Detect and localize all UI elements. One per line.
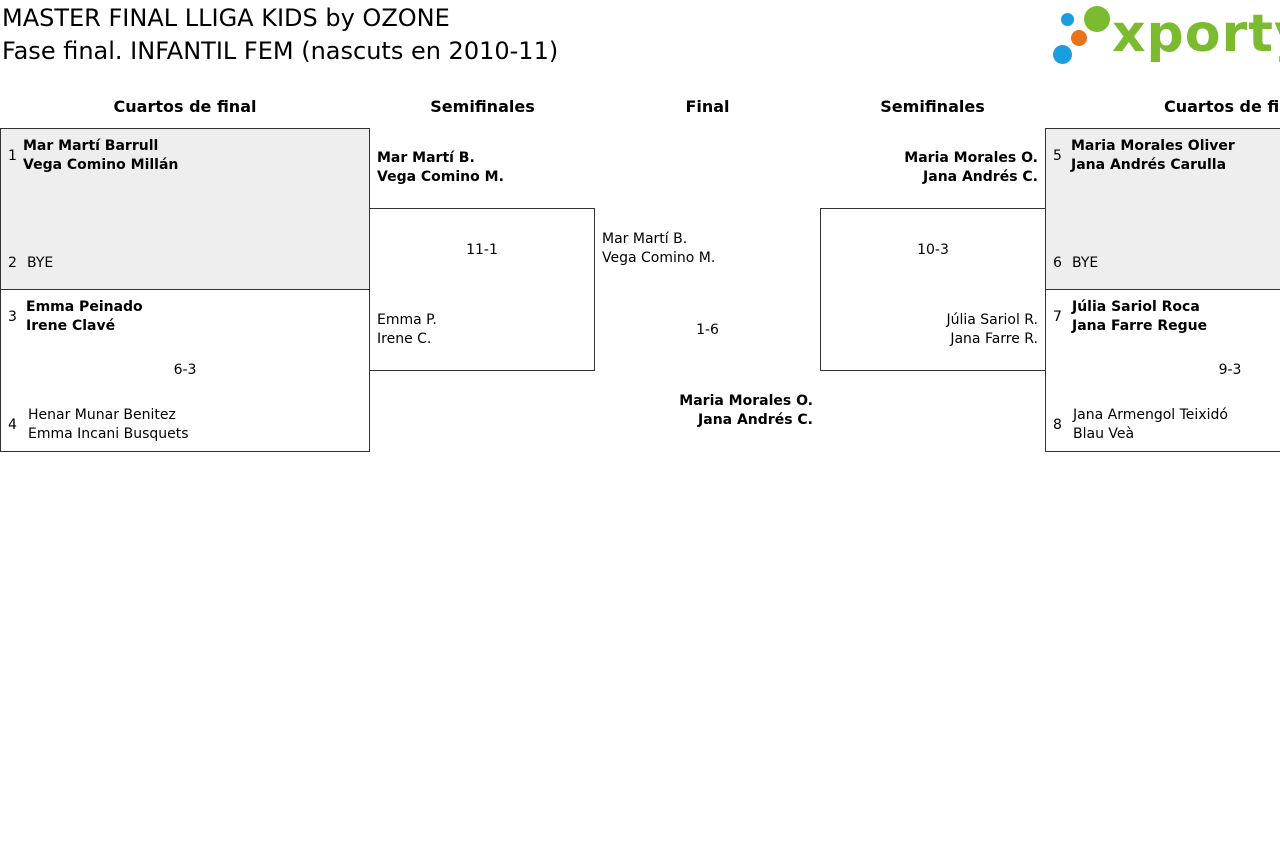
sf-left-match: 11-1 Emma P. Irene C. [369,208,595,371]
logo-dot-green [1084,6,1110,32]
final-winner-player-1: Maria Morales O. [679,393,813,409]
team-player-2: Irene C. [377,331,432,347]
team-player-1: Henar Munar Benitez [28,407,176,423]
team-player-1: Mar Martí Barrull [23,138,159,154]
team-player-2: Emma Incani Busquets [28,426,189,442]
page-title: MASTER FINAL LLIGA KIDS by OZONE [2,4,450,32]
team-player-1: BYE [1072,255,1099,271]
team-player-1: Maria Morales Oliver [1071,138,1235,154]
sf-left-top-player-2: Vega Comino M. [377,169,504,185]
logo-text: xporty [1112,4,1280,64]
round-header-sf-right: Semifinales [880,97,985,116]
team-player-2: Jana Andrés Carulla [1071,157,1227,173]
seed-number: 8 [1053,417,1062,433]
team-player-2: Jana Farre Regue [1072,318,1208,334]
seed-number: 7 [1053,309,1062,325]
logo-dot-orange [1071,30,1087,46]
round-header-final: Final [685,97,730,116]
logo-dot-blue-small [1061,13,1074,26]
seed-number: 3 [8,309,17,325]
match-score: 9-3 [1218,362,1242,378]
seed-number: 4 [8,417,17,433]
match-score: 10-3 [917,242,949,258]
xporty-logo: xporty [1050,4,1280,68]
sf-left-top-player-1: Mar Martí B. [377,150,475,166]
round-header-qf-right: Cuartos de final [1164,97,1280,116]
sf-right-top-player-1: Maria Morales O. [904,150,1038,166]
seed-number: 1 [8,148,17,164]
page-subtitle: Fase final. INFANTIL FEM (nascuts en 201… [2,37,559,65]
round-header-qf-left: Cuartos de final [113,97,257,116]
match-score: 6-3 [173,362,197,378]
final-winner-player-2: Jana Andrés C. [698,412,813,428]
team-player-1: Júlia Sariol R. [946,312,1038,328]
team-player-1: Júlia Sariol Roca [1072,299,1200,315]
qf-left-match-1: 1 Mar Martí Barrull Vega Comino Millán 2… [0,128,370,290]
team-player-1: BYE [27,255,54,271]
team-player-2: Irene Clavé [26,318,116,334]
team-player-1: Jana Armengol Teixidó [1073,407,1228,423]
team-player-2: Vega Comino Millán [23,157,179,173]
sf-right-match: 10-3 Júlia Sariol R. Jana Farre R. [820,208,1046,371]
final-score: 1-6 [696,322,719,338]
match-score: 11-1 [466,242,498,258]
qf-right-match-2: 7 Júlia Sariol Roca Jana Farre Regue 9-3… [1045,289,1280,452]
sf-right-top-player-2: Jana Andrés C. [923,169,1038,185]
qf-left-match-2: 3 Emma Peinado Irene Clavé 6-3 4 Henar M… [0,289,370,452]
team-player-1: Emma Peinado [26,299,143,315]
team-player-2: Blau Veà [1073,426,1135,442]
round-header-sf-left: Semifinales [430,97,535,116]
logo-dot-blue [1053,45,1072,64]
seed-number: 5 [1053,148,1062,164]
qf-right-match-1: 5 Maria Morales Oliver Jana Andrés Carul… [1045,128,1280,290]
team-player-2: Jana Farre R. [950,331,1038,347]
team-player-1: Emma P. [377,312,437,328]
seed-number: 6 [1053,255,1062,271]
final-top-player-2: Vega Comino M. [602,250,716,266]
final-top-player-1: Mar Martí B. [602,231,688,247]
seed-number: 2 [8,255,17,271]
